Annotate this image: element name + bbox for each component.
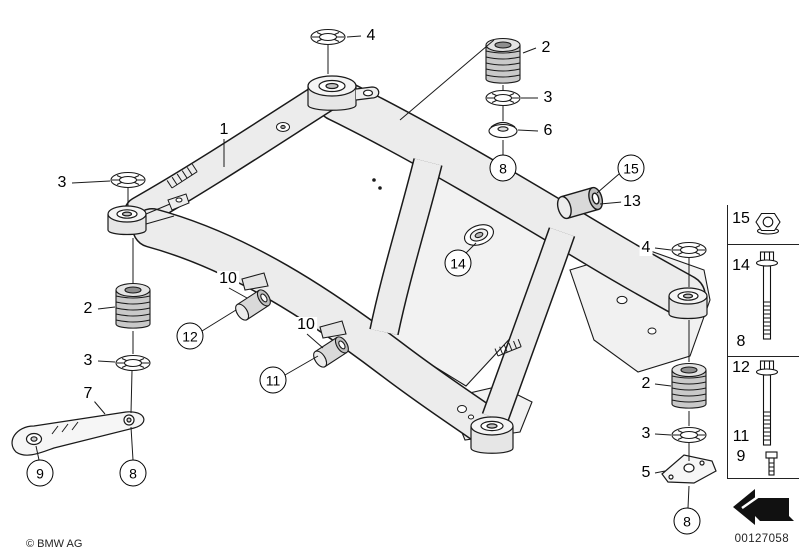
bracket-7 (11, 411, 145, 456)
center-bushing-detail (463, 224, 495, 246)
callout-4[interactable]: 4 (639, 239, 653, 256)
callout-8[interactable]: 8 (119, 459, 147, 487)
legend-item-12[interactable]: 12 (730, 359, 752, 377)
callout-1[interactable]: 1 (217, 121, 231, 138)
callout-15[interactable]: 15 (617, 154, 645, 182)
callout-14[interactable]: 14 (444, 249, 472, 277)
leader-lines (35, 35, 690, 509)
callout-8[interactable]: 8 (489, 154, 517, 182)
callout-2[interactable]: 2 (81, 300, 95, 317)
mount-sockets (107, 75, 708, 454)
copyright-text: © BMW AG (26, 538, 83, 550)
legend-item-11[interactable]: 11 (730, 428, 752, 446)
bracket-5 (661, 454, 717, 484)
callout-5[interactable]: 5 (639, 464, 653, 481)
callout-4[interactable]: 4 (364, 27, 378, 44)
legend-divider (727, 356, 799, 357)
callout-9[interactable]: 9 (26, 459, 54, 487)
long-bolt-icon (755, 360, 779, 446)
callout-2[interactable]: 2 (539, 39, 553, 56)
callout-2[interactable]: 2 (639, 375, 653, 392)
legend-divider (727, 478, 799, 479)
legend-item-14[interactable]: 14 (730, 257, 752, 275)
callout-12[interactable]: 12 (176, 322, 204, 350)
legend-item-9[interactable]: 9 (734, 448, 748, 466)
document-number: 00127058 (734, 533, 789, 545)
flange-bolt-icon (755, 251, 779, 340)
callout-10[interactable]: 10 (217, 270, 239, 287)
callout-7[interactable]: 7 (81, 385, 95, 402)
legend-item-8[interactable]: 8 (734, 333, 748, 351)
fastener-icons (755, 212, 781, 476)
cap-part (488, 121, 518, 139)
callout-3[interactable]: 3 (541, 89, 555, 106)
bushings (232, 185, 606, 370)
callout-6[interactable]: 6 (541, 122, 555, 139)
callout-3[interactable]: 3 (81, 352, 95, 369)
callout-11[interactable]: 11 (259, 366, 287, 394)
callout-10[interactable]: 10 (295, 316, 317, 333)
direction-arrow-icon (733, 489, 794, 525)
surface-details (145, 122, 657, 420)
callout-3[interactable]: 3 (55, 174, 69, 191)
screw-icon (765, 451, 778, 476)
callout-8[interactable]: 8 (673, 507, 701, 535)
legend-divider (727, 244, 799, 245)
callout-13[interactable]: 13 (621, 193, 643, 210)
legend-item-15[interactable]: 15 (730, 210, 752, 228)
callout-3[interactable]: 3 (639, 425, 653, 442)
legend-left-border (727, 205, 728, 478)
flange-nut-icon (755, 212, 781, 235)
